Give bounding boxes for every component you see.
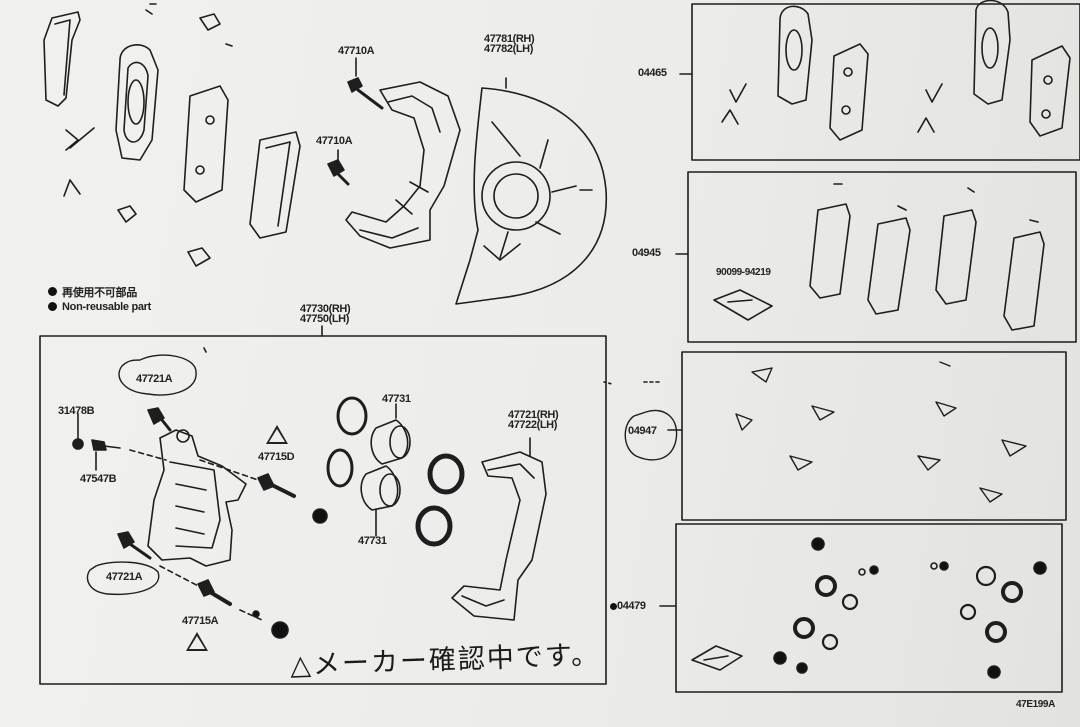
- box-04465: [679, 0, 1080, 161]
- legend-japanese-text: 再使用不可部品: [62, 286, 137, 299]
- non-reusable-dot-icon: [610, 602, 617, 610]
- hand-annotations: [86, 347, 678, 596]
- diagram-code: 47E199A: [1016, 699, 1055, 710]
- label-47731-bottom: 47731: [358, 535, 387, 547]
- label-04479-text: 04479: [617, 600, 646, 612]
- label-04465: 04465: [638, 67, 667, 79]
- legend-row-japanese: 再使用不可部品: [48, 284, 151, 299]
- label-caliper-support: 47721(RH) 47722(LH): [508, 409, 559, 431]
- legend-english-text: Non-reusable part: [62, 300, 152, 313]
- non-reusable-dot-icon: [48, 287, 57, 296]
- label-caliper-assy: 47730(RH) 47750(LH): [300, 303, 351, 325]
- bolt-47710a-top: [347, 77, 384, 110]
- label-47721a-bottom: 47721A: [106, 571, 143, 583]
- disc-dust-cover: [455, 77, 608, 305]
- label-dust-cover: 47781(RH) 47782(LH): [484, 33, 535, 55]
- triangle-marker-icon: [186, 632, 208, 651]
- legend: 再使用不可部品 Non-reusable part: [48, 284, 151, 314]
- label-31478b: 31478B: [58, 405, 95, 417]
- label-47781: 47781(RH): [484, 33, 535, 45]
- brake-pad-group-left: [43, 3, 301, 267]
- label-04479: 04479: [610, 600, 646, 612]
- label-47722: 47722(LH): [508, 419, 557, 431]
- triangle-marker-icon: [266, 425, 288, 444]
- box-04947: [667, 351, 1067, 521]
- label-04945: 04945: [632, 247, 661, 259]
- label-47710a-top: 47710A: [338, 45, 375, 57]
- bolt-47710a-mid: [327, 159, 350, 186]
- label-47547b: 47547B: [80, 473, 117, 485]
- label-47715a: 47715A: [182, 615, 219, 627]
- legend-row-english: Non-reusable part: [48, 299, 151, 314]
- label-47782: 47782(LH): [484, 43, 533, 55]
- label-47750: 47750(LH): [300, 313, 349, 325]
- label-47730: 47730(RH): [300, 303, 351, 315]
- label-47710a-mid: 47710A: [316, 135, 353, 147]
- caliper-mounting-bracket: [345, 81, 461, 249]
- label-47715d: 47715D: [258, 451, 295, 463]
- label-47721a-top: 47721A: [136, 373, 173, 385]
- label-90099-94219: 90099-94219: [716, 267, 771, 278]
- box-04945: [675, 171, 1077, 343]
- label-47731-top: 47731: [382, 393, 411, 405]
- box-04479: [659, 523, 1063, 693]
- label-04947: 04947: [628, 425, 657, 437]
- label-47721: 47721(RH): [508, 409, 559, 421]
- non-reusable-dot-icon: [48, 302, 57, 311]
- caliper-assembly-box: [39, 325, 607, 685]
